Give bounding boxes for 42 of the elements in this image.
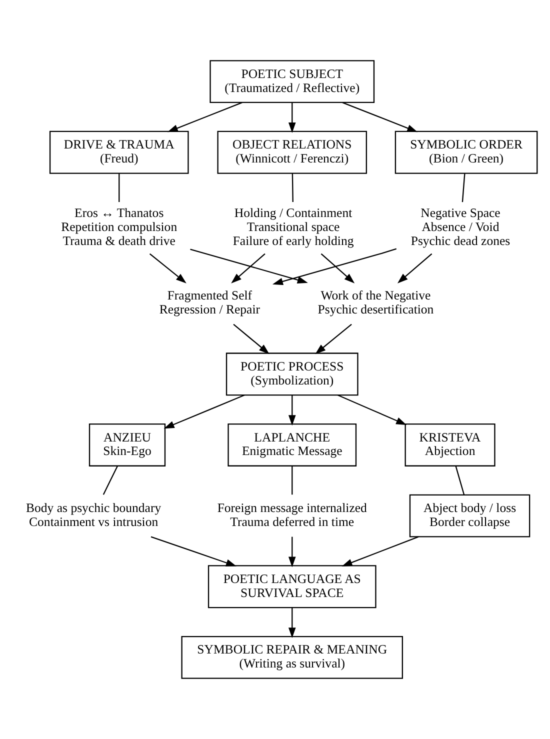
arrow bbox=[320, 253, 355, 284]
connector bbox=[118, 174, 120, 202]
node-box: DRIVE & TRAUMA (Freud) bbox=[49, 130, 189, 174]
node-text: Holding / Containment Transitional space Failure of early holding bbox=[232, 206, 354, 248]
arrow bbox=[288, 395, 296, 426]
arrow bbox=[342, 102, 418, 132]
node-box: OBJECT RELATIONS (Winnicott / Ferenczi) bbox=[217, 130, 368, 174]
node-text: Body as psychic boundary Containment vs intrusion bbox=[26, 501, 162, 530]
node-box: POETIC LANGUAGE AS SURVIVAL SPACE bbox=[208, 565, 376, 608]
node-box: LAPLANCHE Enigmatic Message bbox=[228, 424, 357, 466]
arrow bbox=[150, 536, 236, 566]
node-box: Abject body / loss Border collapse bbox=[409, 494, 530, 538]
node-box: KRISTEVA Abjection bbox=[404, 424, 496, 466]
connector bbox=[102, 466, 118, 495]
node-text: Fragmented Self Regression / Repair bbox=[159, 288, 260, 317]
node-text: Foreign message internalized Trauma deferred in time bbox=[217, 501, 367, 530]
node-text: Work of the Negative Psychic desertification bbox=[318, 288, 434, 317]
arrow bbox=[342, 536, 419, 566]
connector bbox=[292, 174, 294, 202]
arrow bbox=[288, 536, 296, 568]
arrow bbox=[288, 102, 296, 133]
node-box: SYMBOLIC ORDER (Bion / Green) bbox=[394, 130, 538, 174]
node-box: POETIC PROCESS (Symbolization) bbox=[226, 352, 358, 396]
arrow bbox=[338, 394, 407, 425]
node-box: POETIC SUBJECT (Traumatized / Reflective) bbox=[210, 60, 375, 104]
arrow bbox=[272, 248, 397, 285]
node-box: SYMBOLIC REPAIR & MEANING (Writing as survival) bbox=[181, 636, 403, 679]
arrow bbox=[397, 253, 432, 284]
arrow bbox=[231, 253, 266, 284]
node-box: ANZIEU Skin-Ego bbox=[88, 424, 166, 466]
connector bbox=[462, 173, 466, 202]
node-text: Eros ↔ Thanatos Repetition compulsion Trauma & death drive bbox=[61, 206, 178, 248]
arrow bbox=[315, 324, 352, 354]
connector bbox=[455, 466, 465, 495]
node-text: Negative Space Absence / Void Psychic dead zones bbox=[410, 206, 510, 248]
arrow bbox=[167, 102, 242, 132]
arrow bbox=[149, 253, 186, 284]
arrow bbox=[164, 394, 245, 429]
connector bbox=[292, 466, 293, 495]
arrow bbox=[233, 324, 270, 354]
arrow bbox=[190, 248, 308, 284]
arrow bbox=[288, 608, 296, 638]
